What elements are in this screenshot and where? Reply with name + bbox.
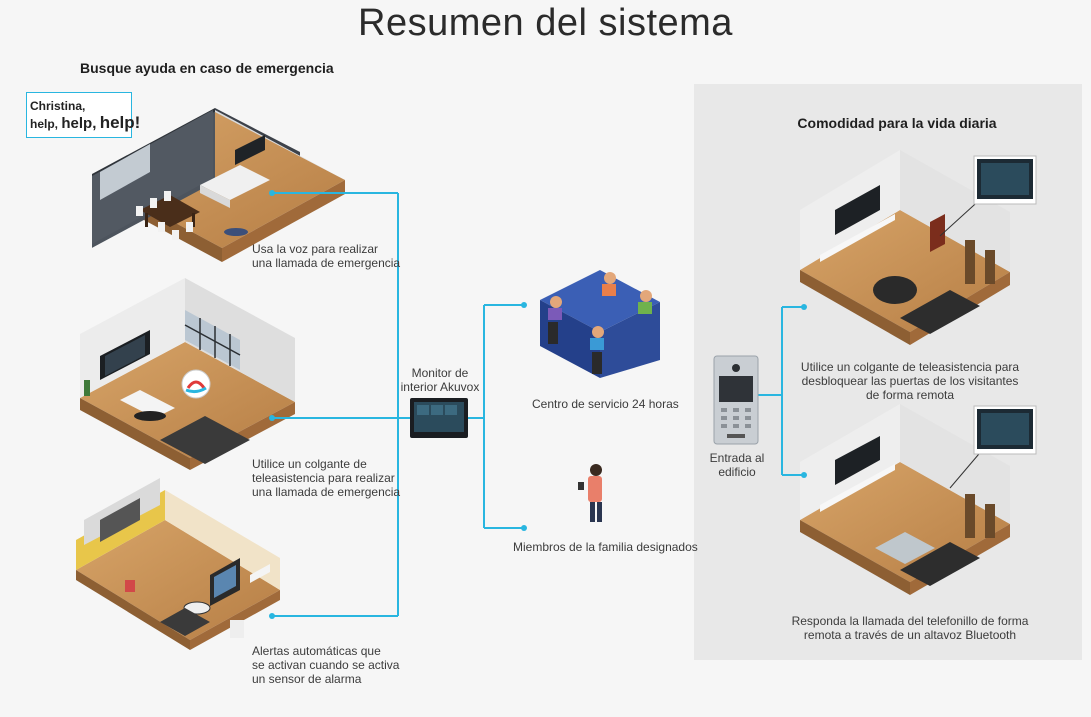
caption-line: Utilice un colgante de: [252, 457, 367, 471]
office-workers-icon: [540, 270, 660, 378]
apartment-sensor-illustration: [76, 478, 280, 650]
monitor-label-line: interior Akuvox: [400, 380, 480, 394]
door-station-label-line: edificio: [718, 465, 756, 479]
connector-dots: [269, 190, 807, 619]
speech-line-2: help, help, help!: [30, 113, 140, 133]
caption-line: desbloquear las puertas de los visitante…: [801, 374, 1019, 388]
caption-pendant-call: Utilice un colgante de teleasistencia pa…: [252, 457, 400, 499]
caption-voice-call: Usa la voz para realizar una llamada de …: [252, 242, 400, 270]
caption-line: Utilice un colgante de teleasistencia pa…: [800, 360, 1020, 374]
service-center-label: Centro de servicio 24 horas: [532, 397, 679, 411]
monitor-icon: [410, 398, 468, 438]
door-station-label: Entrada al edificio: [700, 451, 774, 479]
caption-line: remota a través de un altavoz Bluetooth: [803, 628, 1017, 642]
emergency-section-title: Busque ayuda en caso de emergencia: [80, 60, 334, 76]
caption-line: una llamada de emergencia: [252, 256, 401, 270]
caption-line: un sensor de alarma: [252, 672, 362, 686]
speech-help-1: help,: [30, 117, 59, 131]
caption-line: una llamada de emergencia: [252, 485, 401, 499]
remote-unlock-room-illustration: [800, 150, 1037, 345]
family-members-label: Miembros de la familia designados: [513, 540, 698, 554]
help-speech-bubble: Christina, help, help, help!: [26, 92, 140, 138]
daily-life-section-title: Comodidad para la vida diaria: [797, 115, 997, 131]
monitor-label: Monitor de interior Akuvox: [396, 366, 484, 394]
connector-lines: [272, 192, 802, 617]
speech-help-3: help!: [99, 113, 141, 132]
caption-line: Alertas automáticas que: [252, 644, 381, 658]
door-station-label-line: Entrada al: [709, 451, 765, 465]
living-room-illustration: [92, 108, 345, 262]
caption-line: Responda la llamada del telefonillo de f…: [791, 614, 1029, 628]
caption-line: se activan cuando se activa: [252, 658, 400, 672]
fallen-person-room-illustration: [80, 278, 295, 470]
person-phone-icon: [578, 464, 602, 522]
caption-line: teleasistencia para realizar: [252, 471, 395, 485]
speech-help-2: help,: [61, 115, 97, 132]
intercom-answer-room-illustration: [800, 404, 1037, 595]
door-station-icon: [713, 355, 759, 445]
speech-line-1: Christina,: [30, 99, 86, 113]
caption-intercom-answer: Responda la llamada del telefonillo de f…: [770, 614, 1050, 642]
caption-line: de forma remota: [865, 388, 955, 402]
caption-remote-unlock: Utilice un colgante de teleasistencia pa…: [780, 360, 1040, 402]
caption-sensor-alert: Alertas automáticas que se activan cuand…: [252, 644, 399, 686]
monitor-label-line: Monitor de: [411, 366, 469, 380]
page-title: Resumen del sistema: [358, 2, 733, 44]
caption-line: Usa la voz para realizar: [252, 242, 379, 256]
